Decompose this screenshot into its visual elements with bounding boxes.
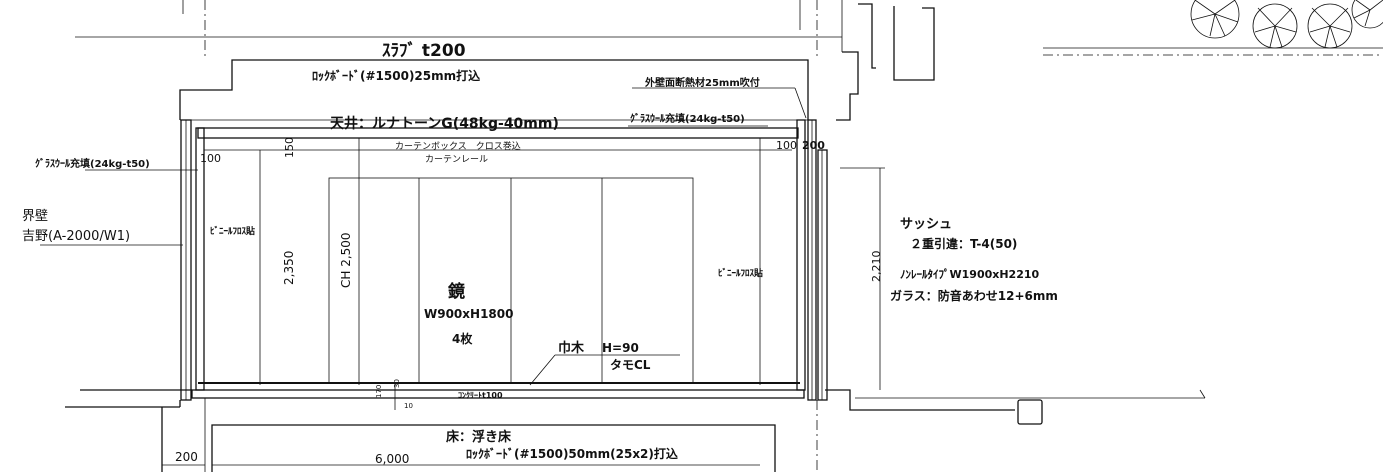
dim-170: 170 — [375, 385, 383, 398]
mirror-size: W900xH1800 — [424, 307, 513, 321]
slab-label: ｽﾗﾌﾞ t200 — [382, 40, 466, 61]
rockboard-ceiling-label: ﾛｯｸﾎﾞｰﾄﾞ(#1500)25mm打込 — [312, 68, 480, 83]
curtain-rail-label: カーテンレール — [425, 154, 488, 165]
mirror-count: 4枚 — [452, 331, 473, 346]
baseboard-finish-label: タモCL — [610, 358, 651, 372]
dim-100-right: 100 — [776, 139, 797, 152]
dim-ch2500: CH 2,500 — [339, 232, 353, 288]
baseboard-label: 巾木 — [558, 340, 585, 356]
ceiling-label: 天井：ルナトーンG(48kg-40mm) — [330, 115, 559, 132]
mirror-title: 鏡 — [448, 281, 465, 302]
dim-6000: 6,000 — [375, 452, 409, 466]
dim-2210: 2,210 — [870, 251, 883, 283]
dim-150: 150 — [283, 137, 296, 158]
floor-label: 床：浮き床 — [446, 429, 512, 445]
wall-spec: 吉野(A-2000/W1) — [22, 229, 130, 244]
sash-title: サッシュ — [900, 217, 952, 232]
dim-10: 10 — [404, 402, 413, 410]
dim-2350: 2,350 — [282, 251, 296, 285]
sash-size: ﾉﾝﾚｰﾙﾀｲﾌﾟW1900xH2210 — [900, 267, 1040, 281]
dim-30: 30 — [393, 379, 401, 388]
dim-100-left: 100 — [200, 152, 221, 165]
dim-200-right: 200 — [802, 139, 825, 152]
wall-title: 界壁 — [22, 209, 48, 224]
exterior-insulation-label: 外壁面断熱材25mm吹付 — [644, 76, 760, 89]
curtain-box-label: カーテンボックス クロス巻込 — [395, 140, 521, 152]
glasswool-left-label: ｸﾞﾗｽｳｰﾙ充填(24kg-t50) — [35, 157, 150, 170]
vinyl-right-label: ﾋﾞﾆｰﾙﾌﾛｽ貼 — [718, 267, 763, 279]
glass-label: ガラス：防音あわせ12+6mm — [890, 288, 1058, 303]
glasswool-right-label: ｸﾞﾗｽｳｰﾙ充填(24kg-t50) — [630, 112, 745, 125]
linework — [40, 0, 1383, 472]
dim-200-bottom: 200 — [175, 450, 198, 464]
concrete-label: ｺﾝｸﾘｰﾄt100 — [458, 391, 503, 400]
vinyl-left-label: ﾋﾞﾆｰﾙﾌﾛｽ貼 — [210, 225, 255, 237]
sash-type: ２重引違：T-4(50) — [910, 236, 1017, 251]
tree-icon — [1190, 0, 1383, 49]
baseboard-height-label: H=90 — [602, 341, 639, 355]
floor-rockboard-label: ﾛｯｸﾎﾞｰﾄﾞ(#1500)50mm(25x2)打込 — [466, 446, 678, 461]
